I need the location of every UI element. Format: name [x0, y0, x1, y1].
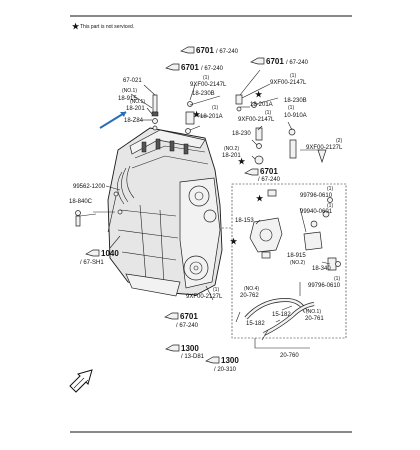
reference-subcode: / 67-240	[176, 323, 199, 329]
label-10-910a: 10-910A	[284, 113, 307, 119]
label-18-840c: 18-840C	[69, 199, 93, 205]
label-18-915: 18-915	[287, 253, 306, 259]
reference-tag-icon	[180, 46, 195, 54]
label-qty: (1)	[288, 105, 294, 111]
notice-text: This part is not serviced.	[80, 24, 134, 30]
label-20-760: 20-760	[280, 353, 299, 359]
coolant-box	[222, 183, 347, 349]
label-qty: (1)	[327, 203, 333, 209]
reference-tag-icon	[164, 312, 179, 320]
leader-lines	[79, 69, 320, 301]
label-no2: (NO.2)	[224, 146, 239, 152]
label-18-340: 18-340	[312, 266, 331, 272]
reference-code: 1300	[181, 344, 199, 353]
label-18-z84: 18-Z84	[124, 118, 144, 124]
label-18-153: 18-153	[235, 218, 254, 224]
label-no1: (NO.1)	[122, 88, 137, 94]
reference-tag-icon	[85, 249, 100, 257]
label-67-021: 67-021	[123, 78, 142, 84]
label-20-762: 20-762	[240, 293, 259, 299]
label-18-201: 18-201	[222, 153, 241, 159]
reference-tag-icon	[165, 63, 180, 71]
star-icon: ★	[238, 157, 246, 166]
reference-tag-icon	[205, 356, 220, 364]
label-99796-0610: 99796-0610	[308, 283, 341, 289]
reference-tag-icon	[244, 168, 259, 176]
label-qty: (2)	[336, 138, 342, 144]
reference-subcode: / 20-310	[214, 367, 237, 373]
label-no4: (NO.4)	[244, 286, 259, 292]
not-serviced-notice: ★ This part is not serviced.	[72, 22, 134, 31]
reference-subcode: / 67-240	[201, 66, 224, 72]
label-no2: (NO.2)	[290, 260, 305, 266]
label-99562-1200: 99562-1200	[73, 184, 106, 190]
reference-code: 6701	[180, 312, 198, 321]
label-9xf00-2127l: 9XF00-2127L	[186, 294, 223, 300]
label-99796-0610: 99796-0610	[300, 193, 333, 199]
label-18-201a: 18-201A	[200, 114, 223, 120]
reference-code: 6701	[266, 57, 284, 66]
reference-subcode: / 67-240	[216, 49, 239, 55]
label-15-182: 15-182	[272, 312, 291, 318]
reference-code: 6701	[260, 167, 278, 176]
reference-subcode: / 67-240	[258, 177, 281, 183]
label-9xf00-2127l: 9XF00-2127L	[306, 145, 343, 151]
label-no1: (NO.1)	[306, 309, 321, 315]
label-18-230b: 18-230B	[192, 91, 215, 97]
label-18-230: 18-230	[232, 131, 251, 137]
reference-code: 6701	[181, 63, 199, 72]
label-15-182: 15-182	[246, 321, 265, 327]
highlight-arrow	[99, 111, 127, 129]
label-9xf00-2147l: 9XF00-2147L	[270, 80, 307, 86]
label-qty: (1)	[212, 105, 218, 111]
reference-tag-icon	[250, 57, 265, 65]
reference-tags	[85, 46, 265, 364]
label-18-201a: 18-201A	[250, 102, 273, 108]
label-qty: (1)	[327, 186, 333, 192]
reference-subcode: / 67-240	[286, 60, 309, 66]
reference-code: 1040	[101, 249, 119, 258]
label-18-201: 18-201	[126, 106, 145, 112]
label-9xf00-2147l: 9XF00-2147L	[238, 117, 275, 123]
label-9xf00-2147l: 9XF00-2147L	[190, 82, 227, 88]
reference-tag-icon	[165, 344, 180, 352]
reference-subcode: / 13-D81	[181, 354, 205, 360]
star-icon: ★	[256, 194, 264, 203]
label-99940-0601: 99940-0601	[300, 209, 333, 215]
label-qty: (1)	[290, 73, 296, 79]
label-qty: (1)	[213, 287, 219, 293]
star-markers: ★ ★ ★ ★ ★	[193, 90, 264, 246]
reference-code: 6701	[196, 46, 214, 55]
front-arrow-icon	[69, 369, 93, 393]
part-labels: 67-021 (NO.1) 18-915 (NO.1) 18-201 18-Z8…	[69, 46, 343, 373]
label-qty: (1)	[334, 276, 340, 282]
star-icon: ★	[230, 237, 238, 246]
label-18-915: 18-915	[118, 96, 137, 102]
star-icon: ★	[193, 110, 201, 119]
label-20-761: 20-761	[305, 316, 324, 322]
reference-code: 1300	[221, 356, 239, 365]
label-qty: (1)	[265, 110, 271, 116]
star-icon: ★	[72, 22, 80, 31]
label-18-230b: 18-230B	[284, 98, 307, 104]
engine-assembly	[107, 127, 223, 297]
star-icon: ★	[255, 90, 263, 99]
reference-subcode: / 67-SH1	[80, 260, 104, 266]
label-qty: (1)	[203, 75, 209, 81]
label-no1: (NO.1)	[130, 99, 145, 105]
